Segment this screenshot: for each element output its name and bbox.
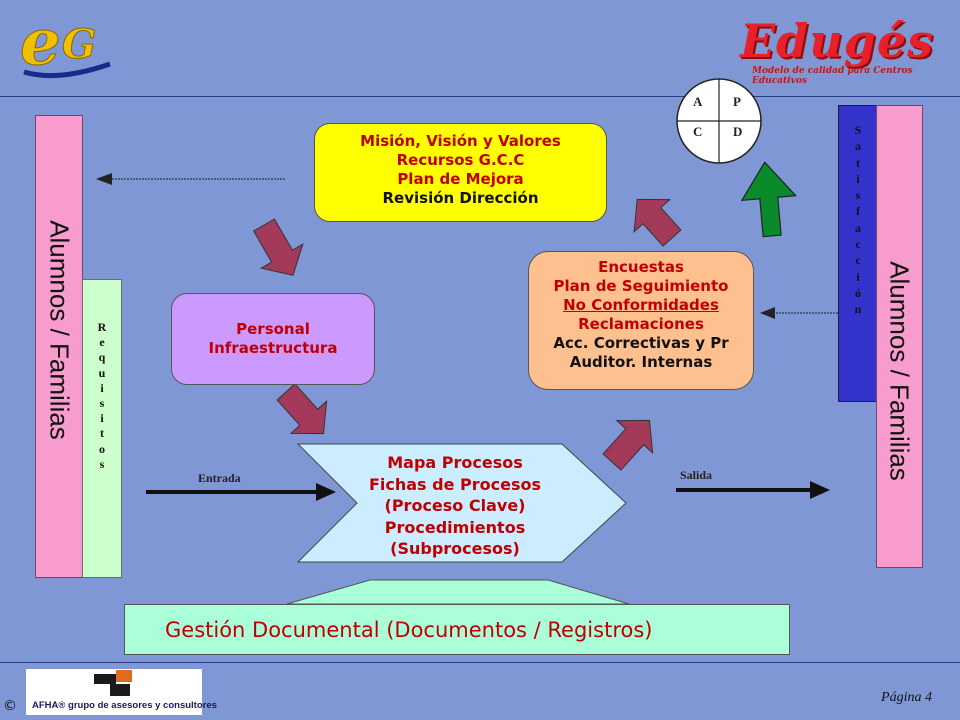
mapa-line: Mapa Procesos (387, 453, 523, 472)
encuestas-box: Encuestas Plan de Seguimiento No Conform… (528, 251, 754, 390)
eduges-logo: Edugés (740, 14, 934, 68)
arrow-encuestas-to-mision (633, 198, 682, 247)
arrow-mapa-to-encuestas (602, 419, 654, 471)
arrow-mision-to-personal (252, 218, 304, 276)
pdca-p: P (733, 94, 741, 109)
proceso-clave-line: (Proceso Clave) (384, 496, 526, 515)
satisfaccion-column (838, 105, 878, 402)
pdca-circle (676, 78, 762, 164)
requisitos-column (82, 279, 122, 578)
reclamaciones-line: Reclamaciones (578, 315, 704, 333)
left-alumnos-column (35, 115, 83, 578)
requisitos-letter: s (99, 396, 105, 411)
personal-line: Personal (236, 320, 310, 338)
right-alumnos-column (876, 105, 923, 568)
satisfaccion-letter: i (856, 171, 860, 186)
pdca-c: C (693, 124, 703, 139)
infraestructura-line: Infraestructura (208, 339, 338, 357)
requisitos-letter: i (100, 411, 104, 426)
requisitos-letter: i (100, 380, 104, 395)
plan-mejora-line: Plan de Mejora (397, 170, 524, 188)
satisfaccion-letter: f (856, 204, 860, 219)
acc-correctivas-line: Acc. Correctivas y Pr (553, 334, 729, 352)
satisfaccion-letter: S (854, 123, 862, 137)
requisitos-letter: s (99, 456, 105, 471)
fichas-line: Fichas de Procesos (368, 474, 542, 494)
requisitos-letter: t (100, 426, 104, 441)
satisfaccion-letter: i (856, 269, 860, 284)
requisitos-letter: q (98, 350, 106, 365)
requisitos-letter: e (99, 335, 105, 350)
afha-company-name: AFHA® grupo de asesores y consultores (32, 700, 217, 711)
footer-divider (0, 662, 960, 663)
requisitos-letter: o (99, 441, 105, 456)
satisfaccion-letter: t (856, 155, 860, 170)
pdca-d: D (733, 124, 743, 139)
page-number: Página 4 (881, 690, 932, 705)
plan-seguimiento-line: Plan de Seguimiento (553, 277, 729, 295)
pdca-a: A (693, 94, 703, 109)
personal-box: Personal Infraestructura (171, 293, 375, 385)
encuestas-line: Encuestas (598, 258, 684, 276)
header-divider (0, 96, 960, 97)
eg-logo: e G (18, 5, 118, 82)
satisfaccion-letter: ó (855, 285, 861, 300)
subprocesos-line: (Subprocesos) (390, 539, 520, 558)
entrada-label: Entrada (198, 471, 241, 485)
gestion-roof (286, 579, 630, 605)
recursos-line: Recursos G.C.C (396, 151, 525, 169)
requisitos-letter: R (97, 320, 107, 334)
green-arrow-up (740, 161, 797, 238)
satisfaccion-letter: c (855, 237, 861, 252)
mision-box: Misión, Visión y Valores Recursos G.C.C … (314, 123, 607, 222)
svg-text:G: G (62, 21, 96, 68)
satisfaccion-letter: a (855, 139, 861, 154)
auditor-internas-line: Auditor. Internas (569, 353, 713, 371)
satisfaccion-letter: a (855, 220, 861, 235)
requisitos-letter: u (98, 365, 106, 380)
mision-line: Misión, Visión y Valores (360, 132, 561, 150)
revision-line: Revisión Dirección (382, 189, 539, 207)
dashed-arrow-encuestas-head (760, 307, 775, 319)
dashed-arrow-left-head (96, 173, 112, 185)
satisfaccion-letter: n (854, 302, 862, 317)
satisfaccion-letter: s (855, 188, 861, 203)
mapa-procesos-text: Mapa Procesos Fichas de Procesos (Proces… (330, 452, 580, 560)
svg-text:e: e (20, 6, 61, 80)
afha-logo-graphic (26, 669, 202, 715)
procedimientos-line: Procedimientos (384, 517, 526, 537)
salida-label: Salida (680, 468, 713, 482)
no-conformidades-line: No Conformidades (563, 296, 719, 314)
copyright-icon: © (3, 698, 17, 714)
arrow-personal-to-mapa (276, 383, 328, 435)
mapa-procesos-shape (296, 443, 627, 563)
eduges-logo-subtitle: Modelo de calidad para Centros Educativo… (752, 66, 913, 86)
satisfaccion-letter: c (855, 253, 861, 268)
gestion-documental-box: Gestión Documental (Documentos / Registr… (124, 604, 790, 655)
